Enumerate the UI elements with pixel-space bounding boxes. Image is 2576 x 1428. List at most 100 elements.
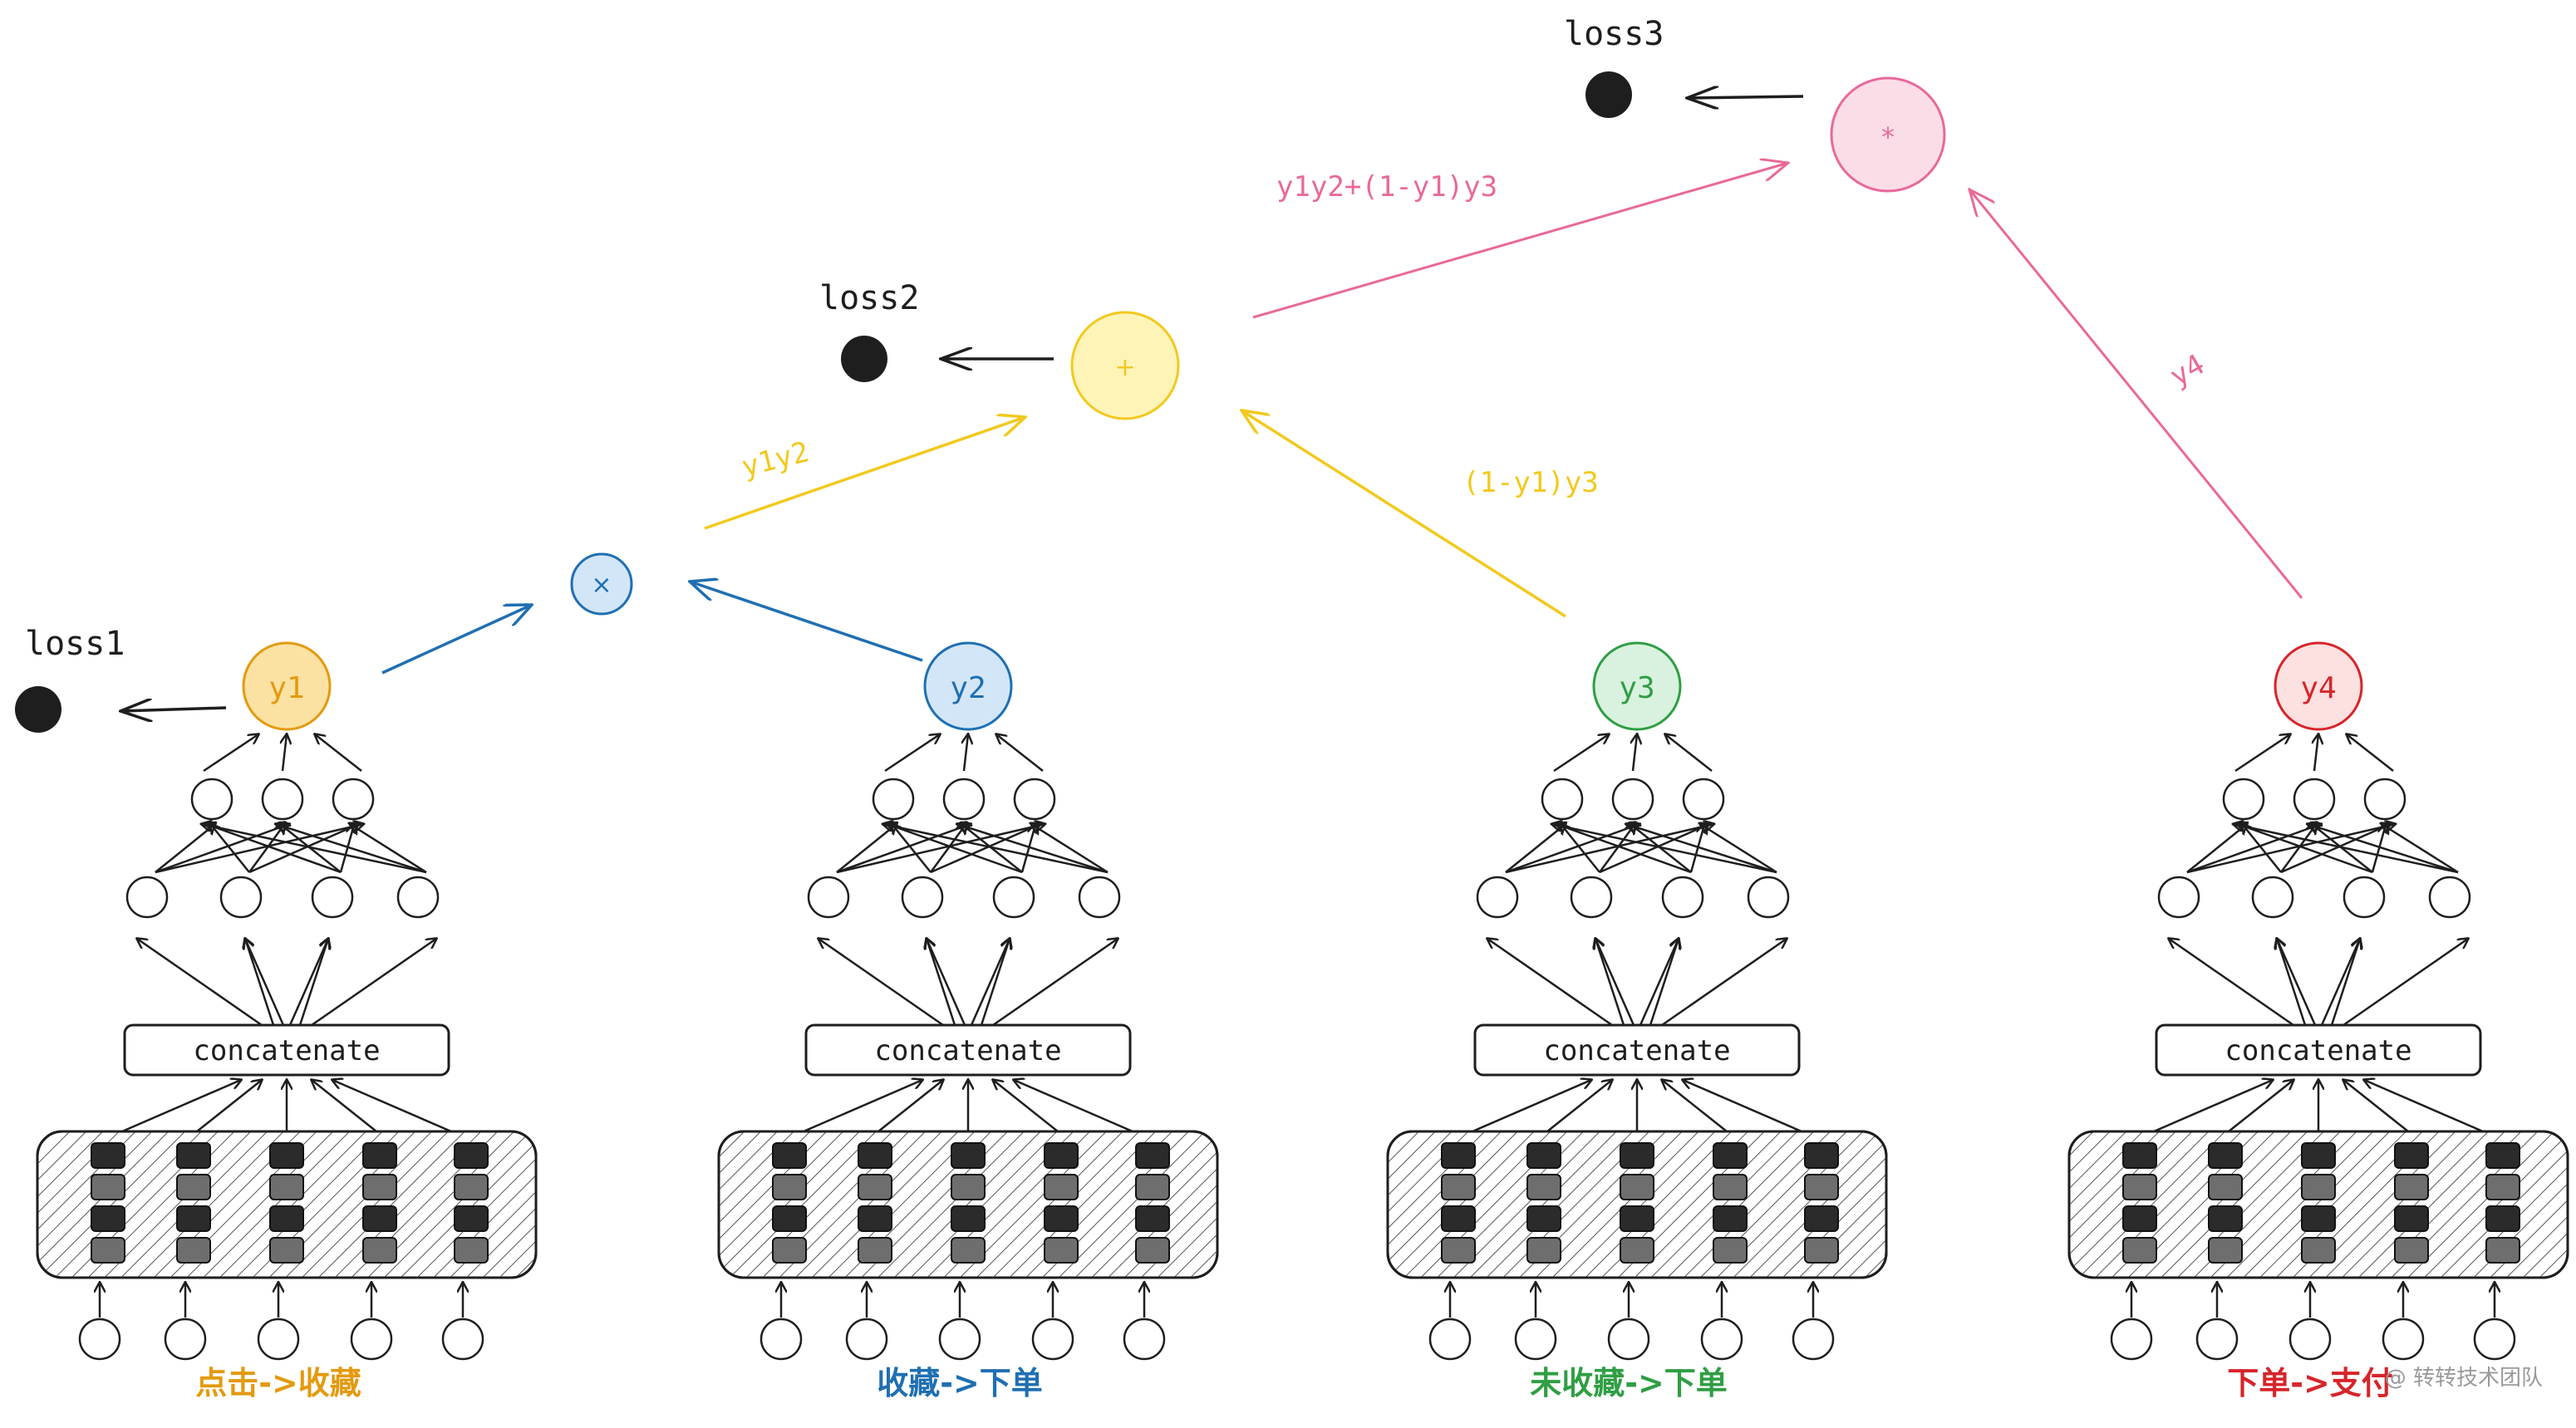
concatenate-label: concatenate [1543, 1034, 1730, 1067]
arrow-embedding-to-concat [2228, 1080, 2293, 1132]
arrow-hidden1-to-hidden2 [1700, 824, 1777, 874]
embedding-cell [1441, 1205, 1476, 1232]
arrow-concat-to-hidden1 [970, 939, 1010, 1026]
task-label-t1: 点击->收藏 [195, 1365, 361, 1401]
arrow-embedding-to-concat [121, 1080, 241, 1133]
arrow-concat-to-hidden1 [992, 939, 1118, 1027]
arrow-embedding-to-concat [332, 1080, 452, 1133]
arrow-concat-to-hidden1 [1649, 939, 1679, 1026]
embedding-cell [1713, 1142, 1748, 1169]
hidden-node [1747, 876, 1790, 919]
arrow-hidden1-to-hidden2 [836, 824, 1045, 874]
arrow-concat-to-hidden1 [298, 939, 328, 1026]
arrow-embedding-to-concat [1662, 1080, 1728, 1132]
embedding-cell [772, 1142, 807, 1169]
hidden-node [942, 778, 986, 821]
input-node [938, 1318, 981, 1361]
embedding-cell [2485, 1142, 2520, 1169]
arrow-hidden1-to-hidden2 [1505, 824, 1713, 874]
hidden-node [2157, 876, 2200, 919]
embedding-cell [269, 1142, 304, 1169]
embedding-cell [2394, 1142, 2429, 1169]
embedding-cell [269, 1174, 304, 1200]
arrow-hidden1-to-hidden2 [2238, 824, 2373, 874]
embedding-cell [1526, 1142, 1561, 1169]
hidden-node [332, 778, 375, 821]
add-symbol: + [1114, 353, 1135, 382]
arrow-hidden2-to-output [1665, 734, 1713, 772]
arrow-hidden1-to-hidden2 [2234, 824, 2459, 874]
embedding-cell [176, 1174, 211, 1200]
output-node-y1 [242, 641, 332, 731]
arrow-hidden2-to-output [203, 734, 258, 773]
embedding-cell [2301, 1205, 2336, 1232]
arrow-hidden1-to-hidden2 [2242, 824, 2282, 873]
embedding-cell [2208, 1205, 2243, 1232]
embedding-cell [2208, 1237, 2243, 1264]
input-node [2195, 1318, 2239, 1361]
embedding-cell [1135, 1142, 1170, 1169]
embedding-cell [858, 1205, 892, 1232]
watermark: @ 转转技术团队 [2384, 1366, 2543, 1391]
arrow-concat-to-hidden1 [1639, 939, 1679, 1026]
loss3-node [1585, 71, 1632, 118]
add-node [1070, 311, 1180, 420]
arrow-concat-to-hidden1 [2342, 939, 2468, 1027]
fusion-layer: loss1 × + y1y2 (1-y1)y3 loss2 * y1y2+(1-… [15, 15, 2303, 733]
arrow-embedding-to-concat [2343, 1080, 2409, 1132]
embedding-cell [2122, 1142, 2157, 1169]
hidden-node [2293, 778, 2336, 821]
concatenate-box [123, 1023, 450, 1077]
embedding-cell [2485, 1237, 2520, 1264]
embedding-cell [2122, 1205, 2157, 1232]
output-label-y2: y2 [950, 671, 986, 705]
y4-to-product-arrow [1969, 189, 2303, 599]
arrow-embedding-to-concat [2364, 1080, 2484, 1133]
product-to-loss3-arrow [1687, 96, 1804, 98]
arrow-hidden2-to-output [2234, 734, 2290, 773]
input-node [845, 1318, 888, 1361]
embedding-cell [91, 1205, 125, 1232]
hidden-node [219, 876, 263, 919]
embedding-cell [1713, 1237, 1748, 1264]
input-node [2382, 1318, 2425, 1361]
embedding-cell [1620, 1205, 1654, 1232]
embedding-cell [1804, 1174, 1839, 1200]
embedding-cell [1135, 1237, 1170, 1264]
input-node [1031, 1318, 1074, 1361]
output-label-y1: y1 [268, 671, 304, 705]
input-node [1514, 1318, 1557, 1361]
embedding-cell [91, 1142, 125, 1169]
embedding-cell [951, 1142, 986, 1169]
arrow-embedding-to-concat [1014, 1080, 1133, 1133]
arrow-hidden1-to-hidden2 [2382, 824, 2459, 874]
loss3-label: loss3 [1564, 15, 1664, 53]
loss1-label: loss1 [25, 625, 125, 663]
arrow-hidden2-to-output [996, 734, 1044, 772]
hidden-node [396, 876, 440, 919]
output-node-y4 [2274, 641, 2363, 731]
arrow-hidden1-to-hidden2 [210, 824, 250, 873]
input-node [78, 1318, 121, 1361]
arrow-concat-to-hidden1 [2330, 939, 2360, 1026]
concatenate-label: concatenate [2225, 1034, 2411, 1067]
hidden-node [311, 876, 354, 919]
arrow-concat-to-hidden1 [245, 939, 285, 1026]
loss1-node [15, 686, 61, 733]
arrow-embedding-to-concat [312, 1080, 377, 1132]
embedding-cell [176, 1142, 211, 1169]
hidden-node [2222, 778, 2265, 821]
input-node [1607, 1318, 1650, 1361]
hidden-node [1570, 876, 1613, 919]
arrow-concat-to-hidden1 [927, 939, 956, 1026]
embedding-cell [2301, 1174, 2336, 1200]
embedding-cell [362, 1237, 397, 1264]
product-symbol: * [1881, 121, 1895, 153]
input-node [257, 1318, 300, 1361]
embedding-block-outline [2067, 1130, 2569, 1279]
embedding-cell [91, 1237, 125, 1264]
arrow-concat-to-hidden1 [137, 939, 263, 1027]
arrow-hidden2-to-output [283, 734, 287, 772]
input-node [1700, 1318, 1743, 1361]
